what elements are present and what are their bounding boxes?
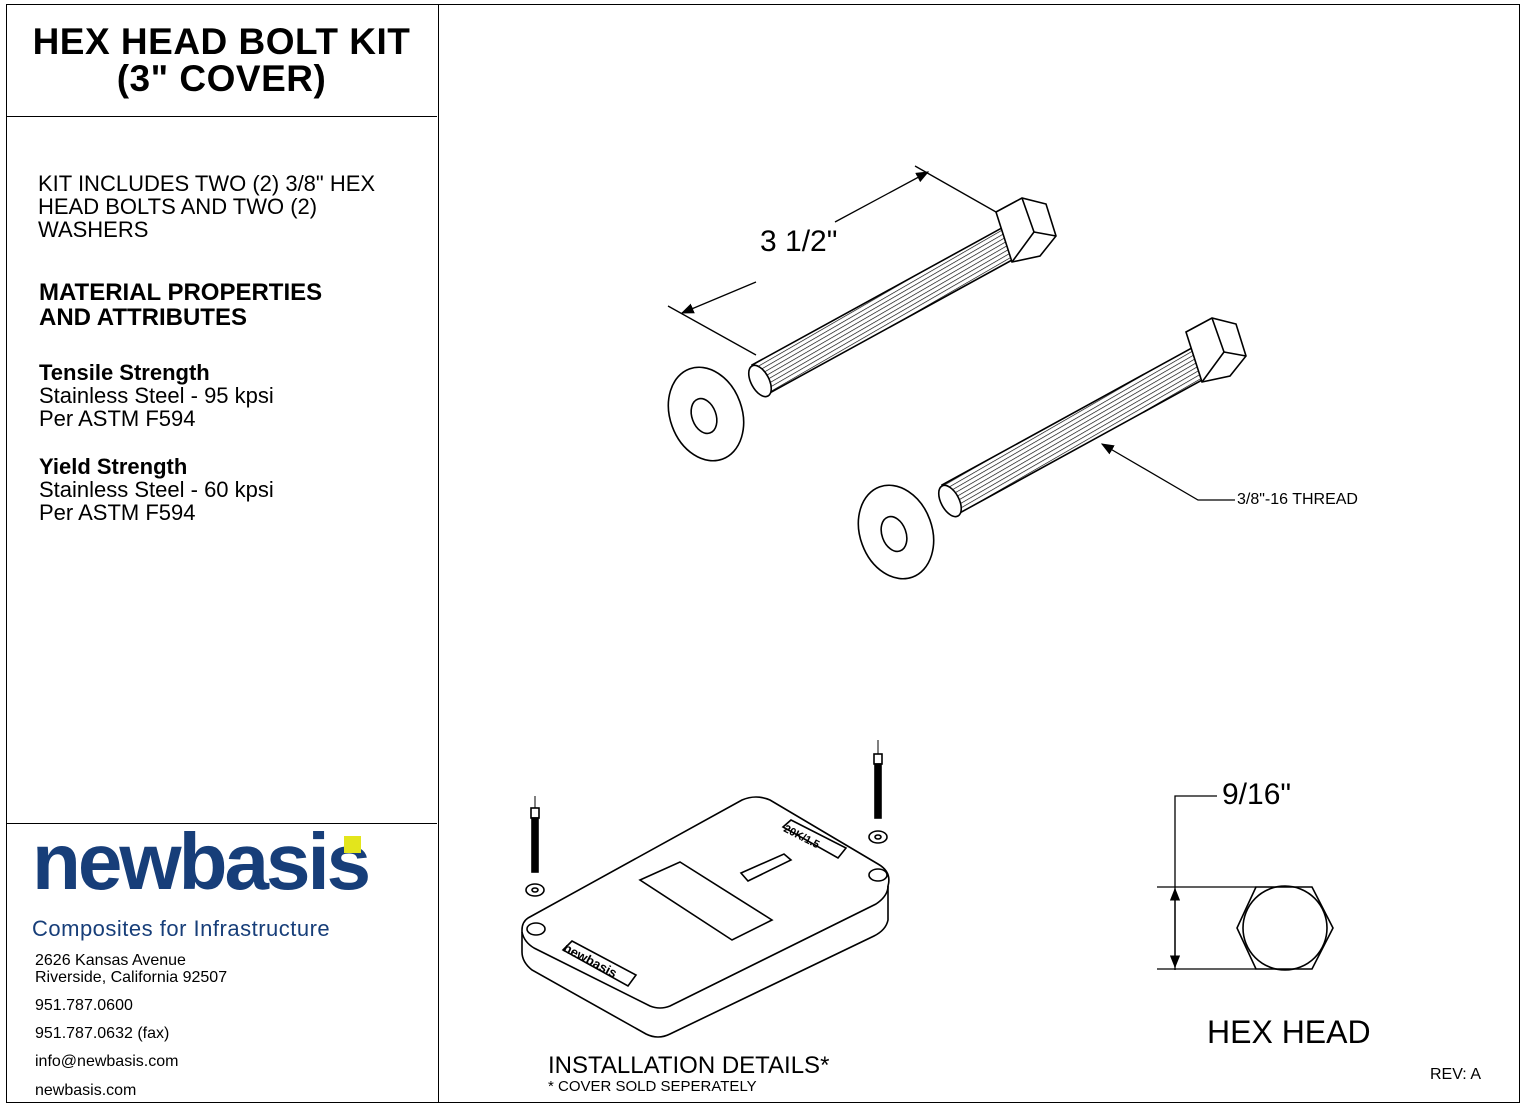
- hex-head-bolt-2: [1185, 317, 1247, 383]
- description-line: WASHERS: [38, 217, 149, 242]
- length-dimension-label: 3 1/2": [760, 225, 838, 258]
- hex-head-bolt-1: [995, 197, 1057, 263]
- logo-accent-square: [344, 836, 361, 853]
- tensile-value: Stainless Steel - 95 kpsi: [39, 383, 274, 408]
- installation-details-label: INSTALLATION DETAILS*: [548, 1052, 830, 1079]
- install-bolt-left: [525, 796, 545, 897]
- washer-1: [667, 366, 745, 462]
- title-box: HEX HEAD BOLT KIT (3" COVER): [6, 4, 437, 117]
- contact-email[interactable]: info@newbasis.com: [35, 1053, 179, 1070]
- yield-title: Yield Strength: [39, 454, 188, 479]
- yield-standard: Per ASTM F594: [39, 500, 196, 525]
- contact-fax: 951.787.0632 (fax): [35, 1025, 170, 1042]
- tensile-standard: Per ASTM F594: [39, 406, 196, 431]
- installation-note: * COVER SOLD SEPERATELY: [548, 1078, 757, 1095]
- length-dimension: [667, 165, 997, 356]
- install-bolt-right: [868, 740, 888, 844]
- washer-2: [857, 484, 935, 580]
- cover-plate: [521, 796, 890, 1038]
- tensile-strength-block: Tensile Strength Stainless Steel - 95 kp…: [39, 361, 274, 430]
- title-block: HEX HEAD BOLT KIT (3" COVER) KIT INCLUDE…: [6, 4, 439, 1103]
- hex-head-detail: [1236, 885, 1334, 971]
- newbasis-logo: newbasis: [32, 817, 371, 906]
- hex-head-dimension-label: 9/16": [1222, 778, 1292, 811]
- kit-description: KIT INCLUDES TWO (2) 3/8" HEX HEAD BOLTS…: [38, 172, 375, 241]
- logo-box: [6, 823, 437, 1101]
- bolt-1: [747, 197, 1057, 398]
- cover-marking: [781, 819, 848, 860]
- drawing-sheet-border: [6, 4, 1520, 1103]
- thread-label: 3/8"-16 THREAD: [1237, 491, 1358, 508]
- tensile-title: Tensile Strength: [39, 360, 210, 385]
- contact-phone: 951.787.0600: [35, 997, 133, 1014]
- contact-address: 2626 Kansas Avenue Riverside, California…: [35, 952, 228, 986]
- title-line-1: HEX HEAD BOLT KIT: [32, 21, 411, 62]
- hex-head-dimension: [1157, 795, 1256, 970]
- thread-leader: [1100, 443, 1235, 501]
- bolt-2: [937, 317, 1247, 518]
- yield-value: Stainless Steel - 60 kpsi: [39, 477, 274, 502]
- material-properties-heading: MATERIAL PROPERTIES AND ATTRIBUTES: [39, 279, 323, 331]
- cover-logo-plate: [561, 940, 638, 988]
- hex-head-label: HEX HEAD: [1207, 1014, 1371, 1050]
- description-line: KIT INCLUDES TWO (2) 3/8" HEX: [38, 171, 376, 196]
- title-line-2: (3" COVER): [116, 58, 327, 99]
- revision-label: REV: A: [1430, 1066, 1481, 1083]
- description-line: HEAD BOLTS AND TWO (2): [38, 194, 318, 219]
- logo-tagline: Composites for Infrastructure: [32, 916, 331, 941]
- contact-website[interactable]: newbasis.com: [35, 1082, 137, 1099]
- yield-strength-block: Yield Strength Stainless Steel - 60 kpsi…: [39, 455, 274, 524]
